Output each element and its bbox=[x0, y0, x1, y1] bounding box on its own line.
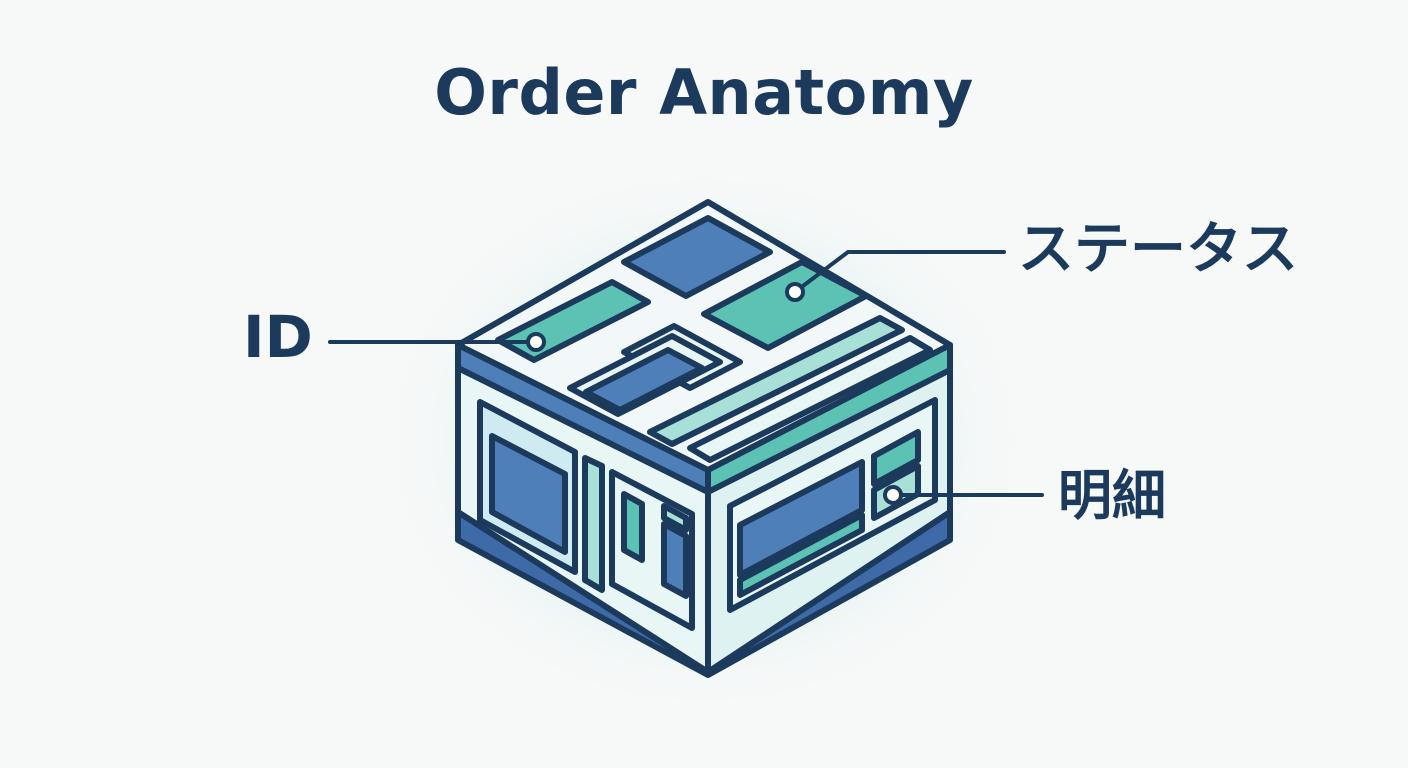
diagram-title: Order Anatomy bbox=[434, 56, 974, 129]
right-panel-box-a bbox=[871, 429, 921, 487]
left-panel-slot-a bbox=[621, 491, 645, 563]
top-module-rail bbox=[647, 315, 905, 447]
callout-dot-detail bbox=[883, 485, 903, 505]
right-panel-bar-top bbox=[737, 459, 865, 578]
callout-label-detail: 明細 bbox=[1058, 464, 1166, 527]
top-module-rail-2 bbox=[687, 335, 933, 463]
right-panel-bar-bottom bbox=[737, 512, 865, 598]
callout-dot-status bbox=[785, 282, 805, 302]
callout-dot-id bbox=[526, 332, 546, 352]
top-module-status bbox=[701, 259, 869, 351]
left-panel-slot-b bbox=[661, 521, 689, 599]
left-panel-inner bbox=[489, 433, 568, 555]
right-top-rim bbox=[705, 342, 953, 495]
callout-label-id: ID bbox=[243, 303, 313, 371]
left-panel-slot-c bbox=[661, 503, 689, 533]
top-module-slot-inner bbox=[583, 347, 705, 413]
top-module-blue bbox=[621, 215, 773, 299]
callout-line-status bbox=[793, 250, 1006, 294]
left-panel-bar bbox=[582, 455, 605, 593]
callout-label-status: ステータス bbox=[1018, 217, 1298, 282]
